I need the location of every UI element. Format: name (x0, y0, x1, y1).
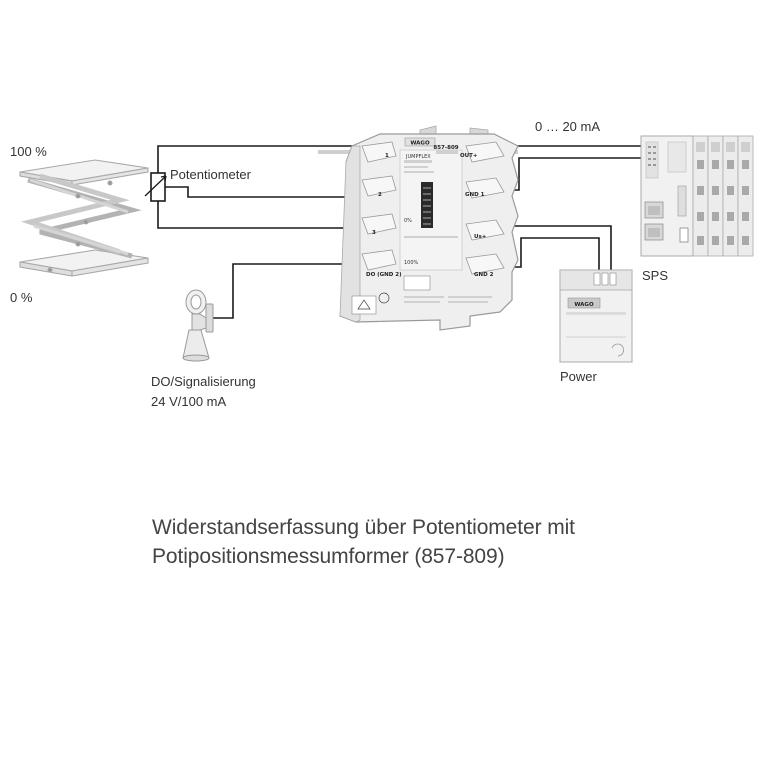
module-series: JUMPFLEX (405, 154, 431, 160)
signal-horn-icon (182, 289, 214, 362)
bottom-percent-label: 0 % (10, 290, 33, 305)
sps-controller (640, 135, 754, 257)
scissor-lift-icon (19, 159, 149, 277)
terminal-label-gnd1: GND 1 (465, 192, 485, 198)
sps-label: SPS (642, 268, 669, 283)
wire-wiper-terminal3 (164, 186, 363, 198)
signal-conditioner-module: WAGO 857-809 JUMPFLEX 1 2 3 DO (GND 2) O… (318, 125, 519, 331)
terminal-label-do-gnd: DO (GND 2) (366, 272, 402, 278)
potentiometer-label: Potentiometer (170, 167, 251, 182)
wire-gnd1-sps (497, 157, 642, 191)
wire-do-signal (211, 263, 363, 319)
terminal-label-us-plus: Us+ (474, 234, 487, 240)
caption: Widerstandserfassung über Potentiometer … (152, 513, 575, 571)
terminal-label-2: 2 (378, 192, 382, 198)
wire-potentiometer-terminal2 (157, 201, 363, 229)
wire-terminal1-potentiometer (157, 145, 363, 173)
power-supply-brand: WAGO (574, 302, 594, 308)
power-supply: WAGO (559, 269, 633, 363)
module-brand: WAGO (410, 141, 430, 147)
scale-high-label: 100% (404, 260, 419, 266)
terminal-label-gnd2: GND 2 (474, 272, 494, 278)
do-signal-label: DO/Signalisierung (151, 374, 256, 389)
top-percent-label: 100 % (10, 144, 47, 159)
terminal-label-out-plus: OUT+ (460, 153, 478, 159)
scale-bar (421, 182, 433, 228)
do-rating-label: 24 V/100 mA (151, 394, 227, 409)
current-range-label: 0 … 20 mA (535, 119, 601, 134)
module-model: 857-809 (433, 145, 458, 151)
terminal-label-1: 1 (385, 153, 389, 159)
power-label: Power (560, 369, 597, 384)
caption-line-1: Widerstandserfassung über Potentiometer … (152, 516, 575, 539)
potentiometer-symbol (144, 172, 167, 202)
caption-line-2: Potipositionsmessumformer (857-809) (152, 545, 505, 568)
scale-low-label: 0% (404, 218, 412, 224)
wire-out-plus-sps (496, 145, 642, 153)
terminal-label-3: 3 (372, 230, 376, 236)
